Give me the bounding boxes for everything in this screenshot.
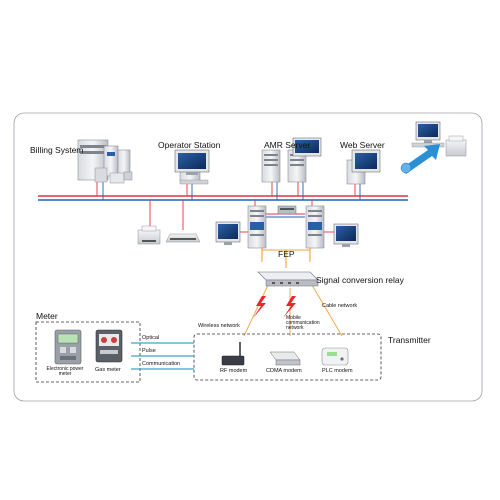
gas-meter-label: Gas meter — [95, 367, 121, 373]
rf-modem-icon — [221, 342, 245, 366]
communication-link-label: Communication — [142, 361, 181, 367]
fep-switch-icon — [277, 205, 297, 215]
mobile-communication-network-label: Mobile communication network — [286, 315, 320, 331]
web-server-label: Web Server — [340, 140, 385, 150]
wireless-lightning-icon — [253, 296, 266, 318]
mobile-lightning-icon — [283, 296, 296, 318]
internet-arrow-icon — [400, 144, 440, 174]
operator-station-icon — [174, 149, 210, 185]
optical-link-label: Optical — [142, 335, 160, 341]
line-printer-icon — [165, 233, 201, 243]
signal-conversion-relay-label: Signal conversion relay — [316, 275, 404, 285]
pulse-link-label: Pulse — [142, 348, 156, 354]
fep-right-monitor-icon — [333, 223, 359, 247]
printer-icon — [137, 225, 161, 245]
operator-station-label: Operator Station — [158, 140, 221, 150]
web-server-icon — [346, 149, 381, 185]
cdma-modem-icon — [269, 351, 301, 366]
outer-frame — [13, 112, 483, 402]
gas-meter-icon — [95, 329, 123, 363]
amr-server-label: AMR Server — [264, 140, 311, 150]
meter-group-label: Meter — [36, 311, 58, 321]
transmitter-group-label: Transmitter — [388, 335, 431, 345]
fep-left-monitor-icon — [215, 221, 241, 245]
cdma-modem-label: CDMA modem — [266, 368, 302, 374]
signal-conversion-relay-icon — [257, 271, 319, 287]
rf-modem-label: RF modem — [220, 368, 248, 374]
plc-modem-label: PLC modem — [322, 368, 353, 374]
electronic-power-meter-label: Electronic power meter — [46, 366, 84, 377]
fep-label: FEP — [278, 249, 295, 259]
remote-user-pc-icon — [411, 121, 467, 157]
billing-system-label: Billing System — [30, 145, 84, 155]
wireless-network-label: Wireless network — [198, 323, 240, 329]
billing-system-icon — [77, 139, 133, 184]
electronic-power-meter-icon — [54, 329, 82, 365]
plc-modem-icon — [321, 347, 349, 366]
meter-group-box — [35, 321, 141, 383]
fep-rack-right-icon — [305, 205, 325, 249]
cable-network-label: Cable network — [322, 303, 358, 309]
fep-rack-left-icon — [247, 205, 267, 249]
amr-server-icon — [261, 137, 322, 183]
transmitter-group-box — [193, 333, 382, 381]
